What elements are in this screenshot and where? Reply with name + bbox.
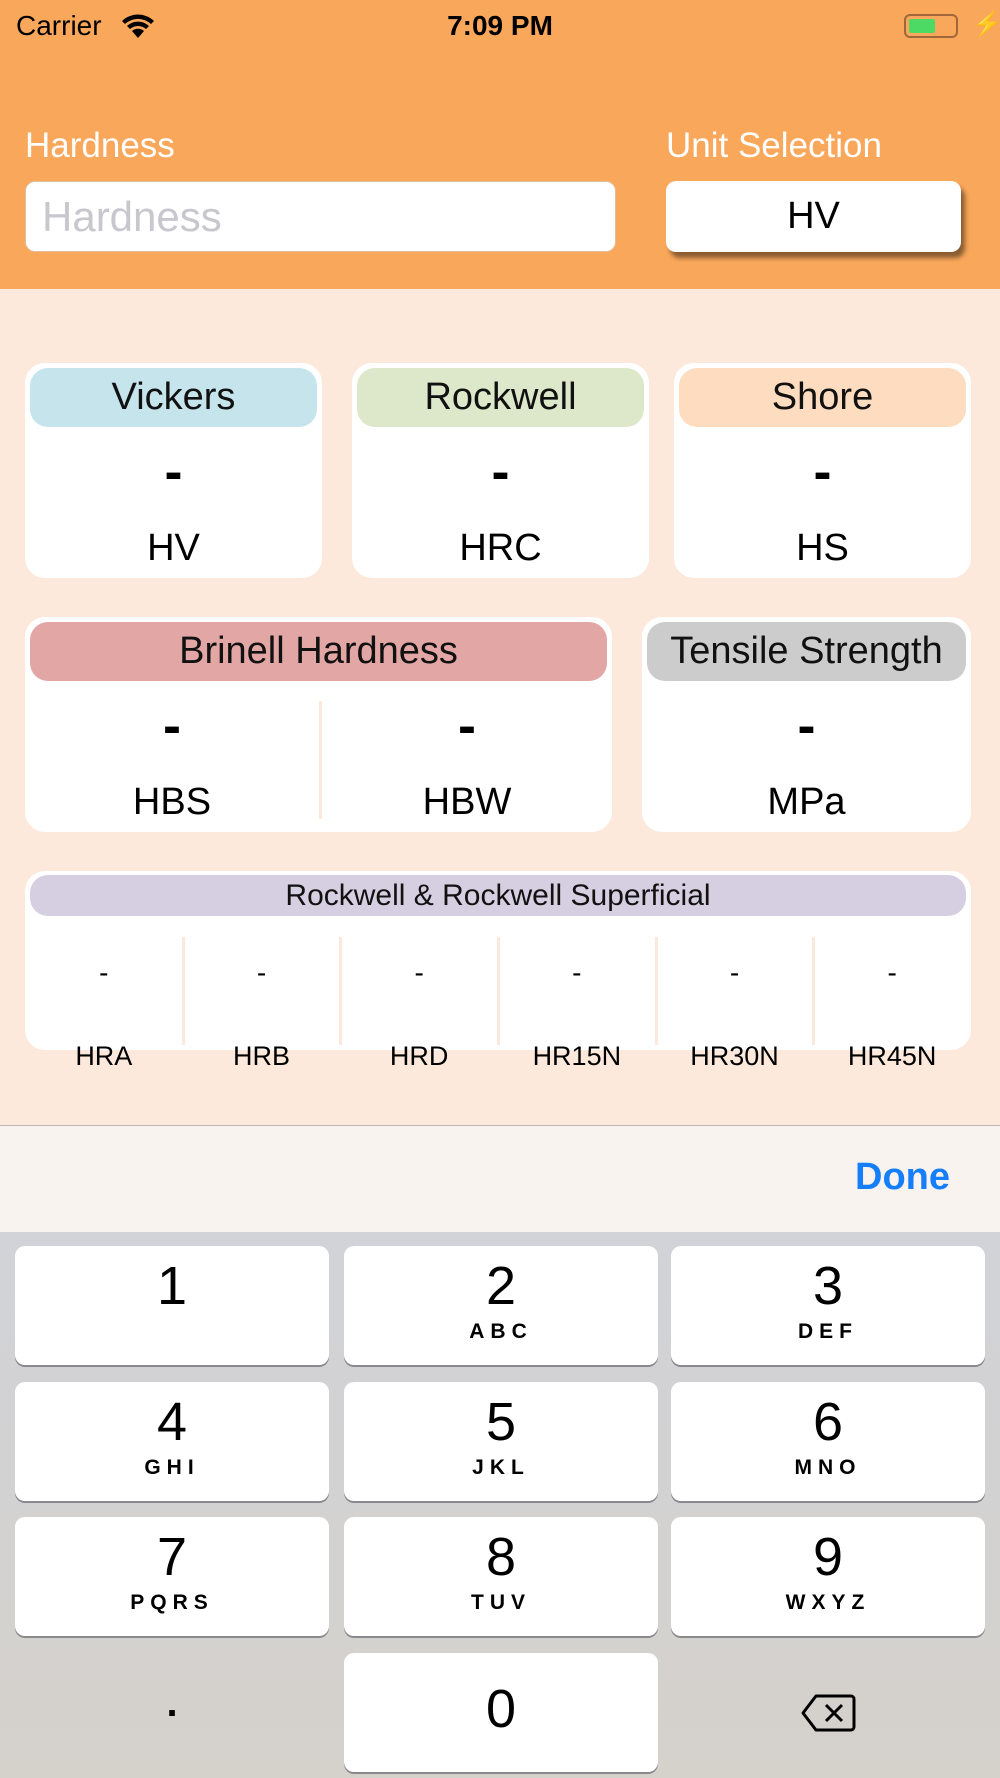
superficial-unit: HRA (75, 1041, 133, 1071)
hardness-input[interactable] (25, 181, 616, 252)
key-letters: WXYZ (785, 1591, 871, 1614)
key-letters: JKL (472, 1456, 530, 1479)
superficial-column-hrd: - HRD (340, 935, 498, 1071)
clock: 7:09 PM (447, 10, 553, 41)
shore-unit: HS (796, 527, 849, 569)
hbw-value: - (458, 696, 476, 756)
superficial-column-hr15n: - HR15N (498, 935, 656, 1071)
backspace-key[interactable] (671, 1653, 985, 1772)
vickers-unit: HV (147, 527, 200, 569)
key-1[interactable]: 1 (15, 1246, 329, 1365)
superficial-unit: HRB (232, 1041, 290, 1071)
key-letters: GHI (144, 1456, 200, 1479)
key-digit: 3 (812, 1256, 844, 1316)
key-digit: 5 (485, 1392, 517, 1452)
tensile-title: Tensile Strength (647, 622, 966, 681)
divider (812, 937, 816, 1045)
tensile-value: - (797, 696, 816, 756)
superficial-unit: HRD (389, 1041, 449, 1071)
key-decimal[interactable]: . (166, 1681, 178, 1725)
hbs-value: - (163, 696, 181, 756)
key-digit: 7 (156, 1527, 188, 1587)
shore-value: - (813, 442, 832, 502)
rockwell-value: - (491, 442, 510, 502)
rockwell-unit: HRC (459, 527, 542, 569)
key-digit: 0 (485, 1679, 517, 1739)
shore-card: Shore - HS (674, 363, 971, 578)
key-digit: 9 (812, 1527, 844, 1587)
unit-selection-button[interactable]: HV (666, 181, 961, 252)
key-letters: TUV (471, 1591, 531, 1614)
key-letters: MNO (794, 1456, 862, 1479)
superficial-value: - (887, 957, 897, 988)
key-digit: 4 (156, 1392, 188, 1452)
superficial-unit: HR15N (532, 1041, 622, 1071)
charging-icon: ⚡ (972, 11, 1000, 38)
divider (654, 937, 658, 1045)
rockwell-superficial-card: Rockwell & Rockwell Superficial - HRA - HRB… (25, 871, 971, 1071)
key-letters: ABC (469, 1320, 533, 1343)
superficial-value: - (729, 957, 740, 988)
divider (181, 937, 185, 1045)
vickers-card: Vickers - HV (25, 363, 322, 578)
done-button[interactable]: Done (855, 1156, 950, 1198)
keyboard-accessory-bar: Done (0, 1125, 1000, 1232)
superficial-column-hra: - HRA (25, 935, 183, 1071)
brinell-title: Brinell Hardness (30, 622, 607, 681)
unit-selection-label: Unit Selection (666, 126, 882, 165)
brinell-card: Brinell Hardness - HBS - HBW (25, 617, 612, 832)
header: Carrier 7:09 PM ⚡ Hardness Unit Selectio… (0, 0, 1000, 289)
vickers-value: - (164, 442, 183, 502)
superficial-column-hr30n: - HR30N (656, 935, 814, 1071)
backspace-icon (801, 1694, 856, 1731)
carrier: Carrier (16, 10, 102, 41)
battery-icon (904, 14, 958, 38)
key-0[interactable]: 0 (344, 1653, 658, 1772)
tensile-unit: MPa (767, 781, 846, 823)
superficial-unit: HR30N (690, 1041, 779, 1071)
hbw-unit: HBW (422, 781, 512, 823)
divider (497, 937, 500, 1045)
superficial-value: - (256, 957, 267, 988)
tensile-card: Tensile Strength - MPa (642, 617, 971, 832)
wifi-icon (122, 14, 154, 38)
superficial-value: - (572, 957, 582, 988)
key-digit: 1 (156, 1256, 188, 1316)
divider (319, 701, 322, 819)
key-letters: PQRS (130, 1591, 214, 1614)
rockwell-superficial-title: Rockwell & Rockwell Superficial (30, 875, 966, 916)
superficial-value: - (99, 957, 109, 988)
key-digit: 6 (812, 1392, 844, 1452)
rockwell-title: Rockwell (357, 368, 644, 427)
divider (339, 937, 343, 1045)
key-digit: 8 (485, 1527, 517, 1587)
vickers-title: Vickers (30, 368, 317, 427)
superficial-column-hrb: - HRB (183, 935, 341, 1071)
superficial-unit: HR45N (847, 1041, 937, 1071)
shore-title: Shore (679, 368, 966, 427)
hardness-label: Hardness (25, 126, 175, 165)
superficial-column-hr45n: - HR45N (813, 935, 971, 1071)
key-letters: DEF (798, 1320, 858, 1343)
superficial-value: - (414, 957, 424, 988)
rockwell-card: Rockwell - HRC (352, 363, 649, 578)
key-digit: 2 (485, 1256, 517, 1316)
hbs-unit: HBS (132, 781, 212, 823)
